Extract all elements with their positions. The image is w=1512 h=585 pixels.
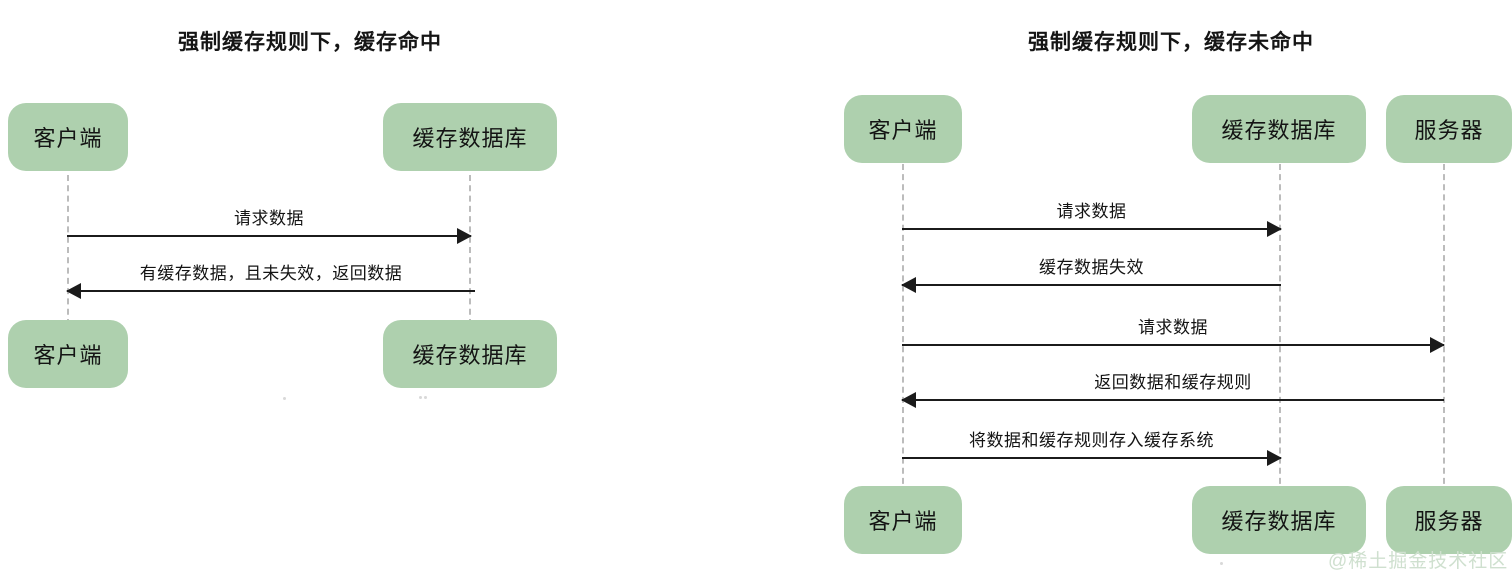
message-label: 将数据和缓存规则存入缓存系统 [969, 431, 1214, 450]
participant-box-client-bottom[interactable]: 客户端 [8, 320, 128, 388]
arrowhead-right-icon [457, 228, 472, 244]
participant-box-client-bottom[interactable]: 客户端 [844, 486, 962, 554]
participant-box-client-top[interactable]: 客户端 [844, 95, 962, 163]
diagram-title: 强制缓存规则下，缓存命中 [178, 31, 442, 54]
arrowhead-right-icon [1267, 221, 1282, 237]
arrowhead-left-icon [901, 392, 916, 408]
message-label: 返回数据和缓存规则 [1094, 373, 1252, 392]
arrow-shaft [67, 290, 475, 292]
sequence-diagram-cache-hit: 强制缓存规则下，缓存命中 客户端 缓存数据库 请求数据 有缓存数据，且未失效，返… [0, 0, 620, 585]
arrowhead-right-icon [1267, 450, 1282, 466]
artifact-speck [1220, 562, 1223, 565]
message-label: 缓存数据失效 [1039, 258, 1144, 277]
arrow-shaft [902, 284, 1281, 286]
lifeline-cache-db [469, 175, 471, 325]
message-label: 请求数据 [1138, 318, 1208, 337]
diagram-title: 强制缓存规则下，缓存未命中 [1028, 31, 1314, 54]
arrowhead-right-icon [1430, 337, 1445, 353]
lifeline-client [67, 175, 69, 325]
arrow-shaft [902, 228, 1281, 230]
participant-box-cache-db-bottom[interactable]: 缓存数据库 [383, 320, 557, 388]
participant-box-cache-db-top[interactable]: 缓存数据库 [1192, 95, 1366, 163]
message-label: 请求数据 [234, 209, 304, 228]
artifact-speck [419, 396, 422, 399]
participant-box-client-top[interactable]: 客户端 [8, 103, 128, 171]
arrow-shaft [67, 235, 471, 237]
watermark-text: @稀土掘金技术社区 [1328, 551, 1509, 572]
arrow-shaft [902, 399, 1444, 401]
arrowhead-left-icon [901, 277, 916, 293]
lifeline-client [902, 164, 904, 494]
participant-box-server-bottom[interactable]: 服务器 [1386, 486, 1512, 554]
arrow-shaft [902, 457, 1281, 459]
lifeline-server [1443, 164, 1445, 494]
message-label: 请求数据 [1056, 202, 1127, 221]
participant-box-server-top[interactable]: 服务器 [1386, 95, 1512, 163]
participant-box-cache-db-top[interactable]: 缓存数据库 [383, 103, 557, 171]
arrowhead-left-icon [66, 283, 81, 299]
lifeline-cache-db [1279, 164, 1281, 494]
sequence-diagram-cache-miss: 强制缓存规则下，缓存未命中 客户端 缓存数据库 服务器 请求数据 缓存数据失效 … [830, 0, 1512, 585]
artifact-speck [424, 396, 427, 399]
arrow-shaft [902, 344, 1444, 346]
artifact-speck [283, 397, 286, 400]
participant-box-cache-db-bottom[interactable]: 缓存数据库 [1192, 486, 1366, 554]
message-label: 有缓存数据，且未失效，返回数据 [139, 264, 403, 283]
